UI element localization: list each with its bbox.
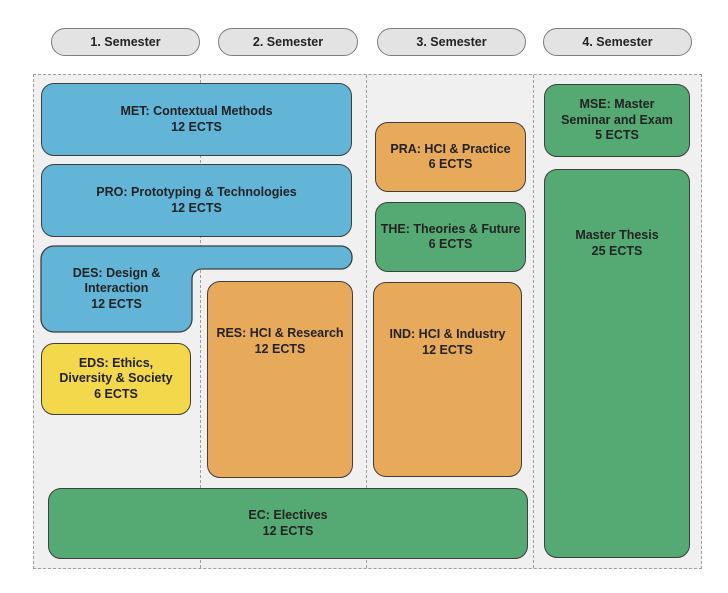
module-the: THE: Theories & Future 6 ECTS <box>375 202 526 272</box>
module-electives: EC: Electives 12 ECTS <box>48 488 528 559</box>
semester-pill-4: 4. Semester <box>543 28 692 56</box>
module-res-ects: 12 ECTS <box>254 341 306 356</box>
module-mse-title-line2: Seminar and Exam <box>561 112 673 127</box>
semester-pill-4-label: 4. Semester <box>582 35 653 49</box>
module-eds: EDS: Ethics, Diversity & Society 6 ECTS <box>41 343 191 415</box>
module-eds-title: EDS: Ethics, <box>78 355 154 370</box>
module-res-title: RES: HCI & Research <box>216 326 344 340</box>
semester-pill-2-label: 2. Semester <box>252 35 324 49</box>
module-the-ects: 6 ECTS <box>428 237 473 251</box>
module-eds-ects: 6 ECTS <box>94 386 138 401</box>
module-pro-ects: 12 ECTS <box>171 200 222 215</box>
module-ind: IND: HCI & Industry 12 ECTS <box>373 282 522 477</box>
module-des-shape <box>40 245 353 333</box>
column-divider-1 <box>200 75 201 568</box>
module-pro: PRO: Prototyping & Technologies 12 ECTS <box>41 164 352 237</box>
module-master-thesis: Master Thesis 25 ECTS <box>544 169 690 558</box>
module-master-thesis-ects: 25 ECTS <box>591 243 643 258</box>
semester-pill-3: 3. Semester <box>377 28 526 56</box>
module-pra-title: PRA: HCI & Practice <box>390 141 511 156</box>
semester-pill-1: 1. Semester <box>51 28 200 56</box>
module-pra-ects: 6 ECTS <box>428 157 473 171</box>
semester-pill-1-label: 1. Semester <box>90 35 161 49</box>
module-mse: MSE: Master Seminar and Exam 5 ECTS <box>544 84 690 157</box>
module-pra: PRA: HCI & Practice 6 ECTS <box>375 122 526 192</box>
module-des: DES: Design & Interaction 12 ECTS <box>41 246 192 332</box>
module-mse-title: MSE: Master <box>579 97 655 112</box>
module-mse-ects: 5 ECTS <box>595 128 639 143</box>
module-des-ects: 12 ECTS <box>91 296 142 311</box>
module-ind-ects: 12 ECTS <box>422 342 473 357</box>
module-res: RES: HCI & Research 12 ECTS <box>207 281 353 478</box>
module-des-title: DES: Design & <box>72 265 161 280</box>
module-eds-title-line2: Diversity & Society <box>59 371 173 386</box>
module-met: MET: Contextual Methods 12 ECTS <box>41 83 352 156</box>
semester-pill-2: 2. Semester <box>218 28 358 56</box>
column-divider-2 <box>366 75 367 568</box>
module-des-title-line2: Interaction <box>84 281 149 296</box>
module-pro-title: PRO: Prototyping & Technologies <box>96 185 297 199</box>
module-electives-ects: 12 ECTS <box>262 523 314 538</box>
column-divider-3 <box>533 75 534 568</box>
study-plan-board: MET: Contextual Methods 12 ECTS PRO: Pro… <box>33 74 702 569</box>
module-the-title: THE: Theories & Future <box>380 221 521 236</box>
module-electives-title: EC: Electives <box>248 508 328 522</box>
module-met-title: MET: Contextual Methods <box>120 104 273 118</box>
module-met-ects: 12 ECTS <box>171 119 222 134</box>
module-ind-title: IND: HCI & Industry <box>389 327 506 341</box>
semester-pill-3-label: 3. Semester <box>416 35 487 49</box>
module-master-thesis-title: Master Thesis <box>575 228 659 242</box>
